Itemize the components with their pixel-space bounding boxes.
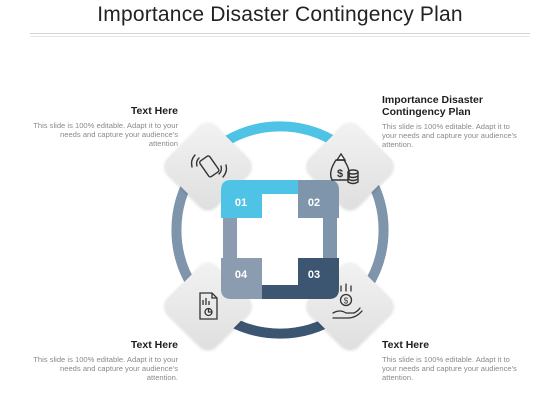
document-chart-icon <box>199 292 218 320</box>
step-04-text: Text Here This slide is 100% editable. A… <box>30 339 178 383</box>
money-bag-icon: $ <box>329 152 359 185</box>
step-03-text: Text Here This slide is 100% editable. A… <box>382 339 522 383</box>
step-04-heading: Text Here <box>130 339 178 351</box>
step-number-04: 04 <box>235 269 248 281</box>
step-02-heading: Importance Disaster Contingency Plan <box>382 94 483 118</box>
step-01-text: Text Here This slide is 100% editable. A… <box>30 105 178 149</box>
step-number-02: 02 <box>308 197 320 209</box>
corner-04 <box>221 258 262 299</box>
inner-frame <box>221 180 339 299</box>
ring-arc-top <box>218 121 342 149</box>
corner-02 <box>298 180 339 218</box>
step-01-body: This slide is 100% editable. Adapt it to… <box>33 121 178 149</box>
step-number-01: 01 <box>235 197 247 209</box>
money-hand-icon: $ <box>332 283 363 319</box>
page-title: Importance Disaster Contingency Plan <box>97 3 463 26</box>
step-04-body: This slide is 100% editable. Adapt it to… <box>33 355 178 383</box>
step-03-body: This slide is 100% editable. Adapt it to… <box>382 355 517 383</box>
step-03-heading: Text Here <box>382 339 430 351</box>
step-number-03: 03 <box>308 269 320 281</box>
title-underline <box>30 33 530 34</box>
step-02-body: This slide is 100% editable. Adapt it to… <box>382 122 517 150</box>
svg-text:$: $ <box>337 168 343 180</box>
step-01-heading: Text Here <box>130 105 178 117</box>
phone-signal-icon <box>190 154 228 178</box>
svg-text:$: $ <box>344 297 349 306</box>
corner-03 <box>298 258 339 299</box>
title-underline-secondary <box>30 36 530 37</box>
step-02-text: Importance Disaster Contingency Plan Thi… <box>382 94 522 150</box>
corner-01 <box>221 180 262 218</box>
